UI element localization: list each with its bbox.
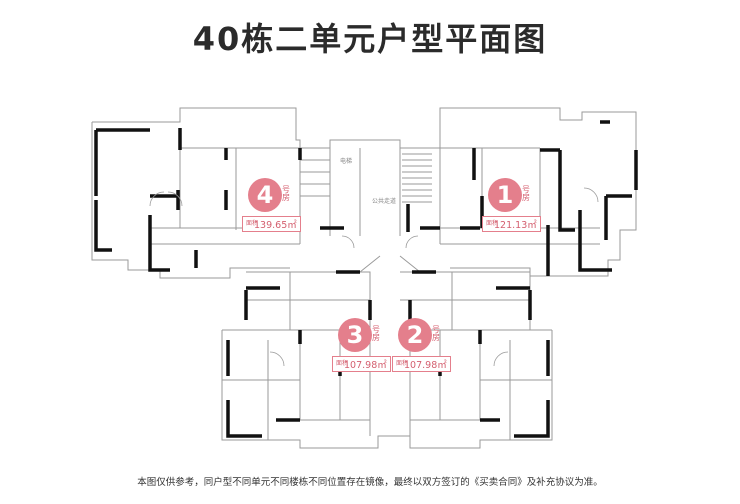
unit-1-hao: 号房 (522, 185, 530, 202)
unit-4-number: 4 (248, 178, 282, 212)
unit-1-area: 121.13㎡ (494, 220, 537, 231)
unit-2-number: 2 (398, 318, 432, 352)
unit-3-area-label: 面积 (336, 360, 349, 367)
shaft-label: 电梯 (340, 158, 353, 165)
unit-2-hao: 号房 (432, 325, 440, 342)
unit-3-hao: 号房 (372, 325, 380, 342)
unit-3-badge: 3 号房 面积 107.98㎡ (332, 318, 391, 372)
unit-2-area-box: 面积 107.98㎡ (392, 356, 451, 372)
unit-3-number: 3 (338, 318, 372, 352)
corridor-label: 公共走道 (372, 198, 397, 205)
unit-2-area: 107.98㎡ (404, 360, 447, 371)
plan-outline-top (92, 107, 637, 149)
unit-4-badge: 4 号房 面积 139.65㎡ (242, 178, 301, 232)
unit-1-number: 1 (488, 178, 522, 212)
unit-2-area-label: 面积 (396, 360, 409, 367)
unit-4-area-box: 面积 139.65㎡ (242, 216, 301, 232)
unit-4-area: 139.65㎡ (254, 220, 297, 231)
disclaimer-footnote: 本图仅供参考，同户型不同单元不同楼栋不同位置存在镜像，最终以双方签订的《买卖合同… (137, 477, 603, 488)
unit-1-badge: 1 号房 面积 121.13㎡ (482, 178, 541, 232)
unit-4-hao: 号房 (282, 185, 290, 202)
plan-outline-right (450, 130, 637, 277)
unit-1-area-box: 面积 121.13㎡ (482, 216, 541, 232)
page-title: 40栋二单元户型平面图 (192, 20, 548, 58)
unit-2-badge: 2 号房 面积 107.98㎡ (392, 318, 451, 372)
unit-4-area-label: 面积 (246, 220, 259, 227)
plan-outline-bottom (221, 330, 553, 449)
unit-3-area-box: 面积 107.98㎡ (332, 356, 391, 372)
unit-3-area: 107.98㎡ (344, 360, 387, 371)
unit-1-area-label: 面积 (486, 220, 499, 227)
